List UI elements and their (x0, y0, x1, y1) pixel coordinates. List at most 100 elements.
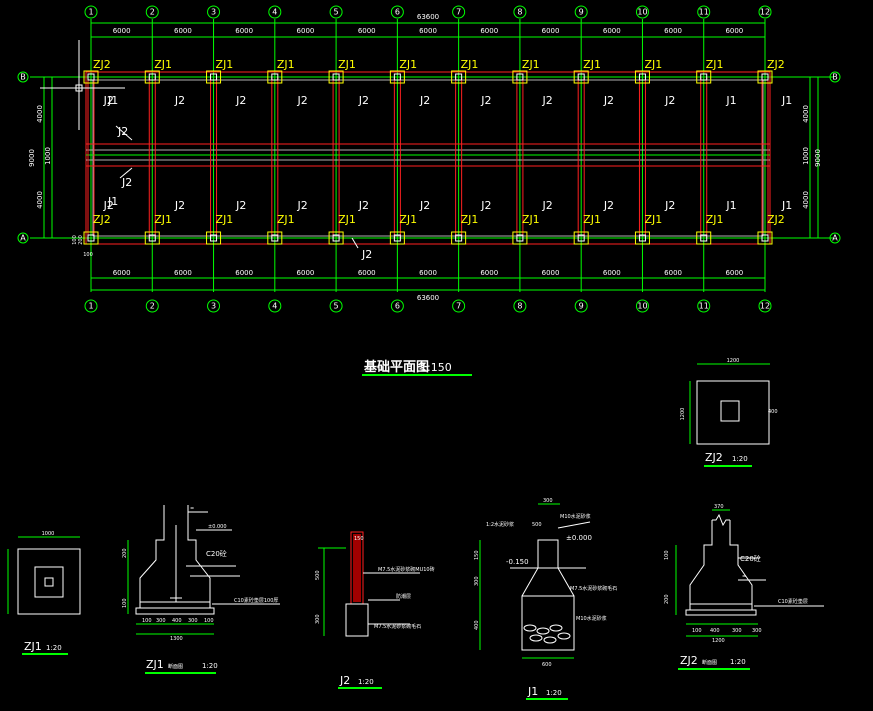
bay-dim-bottom: 6000 (725, 269, 743, 277)
svg-text:1200: 1200 (712, 638, 725, 644)
footing-label: ZJ1 (216, 213, 234, 226)
svg-text:400: 400 (172, 618, 182, 624)
beam-label-bottom: J2 (358, 199, 369, 212)
svg-text:150: 150 (474, 550, 480, 560)
svg-text:C10素砼垫层: C10素砼垫层 (778, 598, 808, 605)
column-stub (148, 73, 156, 81)
footing-label: ZJ1 (583, 213, 601, 226)
cad-cursor-icon (40, 40, 125, 130)
bay-dim-bottom: 6000 (664, 269, 682, 277)
column-stub (455, 73, 463, 81)
svg-text:M7.5水泥砂浆砌毛石: M7.5水泥砂浆砌毛石 (374, 623, 421, 630)
column-axis-bubble-11: 11 (697, 299, 711, 313)
footing-label: ZJ1 (522, 213, 540, 226)
column-axis-label: 4 (272, 8, 277, 17)
column-stub (393, 234, 401, 242)
bay-dim-top: 6000 (542, 27, 560, 35)
svg-text:M10水泥砂浆: M10水泥砂浆 (576, 615, 607, 622)
svg-text:100: 100 (204, 618, 214, 624)
svg-text:1:20: 1:20 (46, 644, 62, 652)
beam-label-bottom: J2 (480, 199, 491, 212)
column-footing (512, 231, 528, 245)
svg-text:400: 400 (768, 409, 778, 415)
column-axis-bubble-9: 9 (574, 299, 588, 313)
footing-label: ZJ1 (338, 213, 356, 226)
column-axis-bubble-6: 6 (390, 5, 404, 19)
column-axis-bubble-4: 4 (268, 5, 282, 19)
footing-group: ZJ2ZJ2ZJ1ZJ1ZJ1ZJ1ZJ1ZJ1ZJ1ZJ1ZJ1ZJ1ZJ1Z… (83, 58, 785, 245)
column-axis-bubble-10: 10 (635, 5, 649, 19)
column-axis-label: 12 (760, 8, 770, 17)
svg-text:=: = (190, 506, 194, 512)
j2-section-detail: M7.5水泥砂浆砌MU10砖 防潮层 M7.5水泥砂浆砌毛石 500 300 1… (315, 531, 435, 689)
zj1-plan-caption: ZJ1 (24, 640, 42, 653)
svg-text:1:20: 1:20 (732, 455, 748, 463)
bay-dim-bottom: 6000 (358, 269, 376, 277)
beam-label-bottom: J2 (103, 199, 114, 212)
column-stub (332, 234, 340, 242)
svg-text:300: 300 (315, 614, 321, 624)
j2-section-caption: J2 (339, 674, 350, 687)
column-axis-bubble-1: 1 (84, 299, 98, 313)
svg-text:100: 100 (72, 235, 78, 245)
beam-label-end-left: J1 (107, 94, 118, 107)
column-stub (455, 234, 463, 242)
beam-label-top: J2 (419, 94, 430, 107)
column-axis-bubble-1: 1 (84, 5, 98, 19)
column-stub (638, 73, 646, 81)
column-footing (206, 231, 222, 245)
j1-section-caption: J1 (527, 685, 538, 698)
plan-title: 基础平面图 (363, 359, 429, 375)
column-axis-bubble-12: 12 (758, 299, 772, 313)
svg-text:100: 100 (692, 628, 702, 634)
footing-label: ZJ2 (767, 213, 785, 226)
svg-text:1300: 1300 (170, 636, 183, 642)
svg-text:100: 100 (664, 550, 670, 560)
svg-text:400: 400 (474, 620, 480, 630)
bay-dim-bottom: 6000 (174, 269, 192, 277)
column-axis-bubble-7: 7 (452, 5, 466, 19)
column-footing (267, 231, 283, 245)
column-stub (332, 73, 340, 81)
svg-text:M10水泥砂浆: M10水泥砂浆 (560, 513, 591, 520)
column-footing (451, 70, 467, 84)
zj2-section-detail: 370 C20砼 = C10素砼垫层 100 400 300 300 1200 … (664, 504, 824, 670)
column-footing (634, 70, 650, 84)
beam-label-bottom: J2 (664, 199, 675, 212)
column-axis-bubble-12: 12 (758, 5, 772, 19)
footing-label: ZJ1 (277, 58, 295, 71)
bay-dim-top: 6000 (664, 27, 682, 35)
svg-text:100: 100 (122, 598, 128, 608)
svg-text:1:2水泥砂浆: 1:2水泥砂浆 (486, 521, 514, 528)
column-footing (757, 231, 773, 245)
column-axis-label: 5 (334, 8, 339, 17)
beam-label-top: J2 (103, 94, 114, 107)
svg-text:1:20: 1:20 (546, 689, 562, 697)
zj1-section-caption: ZJ1 (146, 658, 164, 671)
footing-label: ZJ2 (767, 58, 785, 71)
column-axis-label: 10 (637, 302, 647, 311)
column-axis-bubble-6: 6 (390, 299, 404, 313)
bay-dim-top: 6000 (297, 27, 315, 35)
bay-dim-bottom: 6000 (542, 269, 560, 277)
svg-text:400: 400 (710, 628, 720, 634)
column-stub (516, 73, 524, 81)
column-footing (512, 70, 528, 84)
column-stub (700, 73, 708, 81)
svg-text:B: B (20, 73, 26, 82)
column-axis-label: 6 (395, 8, 400, 17)
bay-dim-top: 6000 (725, 27, 743, 35)
svg-text:=: = (742, 574, 746, 580)
svg-text:1:20: 1:20 (730, 658, 746, 666)
column-axis-label: 6 (395, 302, 400, 311)
footing-label: ZJ1 (461, 213, 479, 226)
column-stub (638, 234, 646, 242)
zj1-section-detail: = ±0.000 C20砼 C10素砼垫层100厚 100 300 400 30… (122, 505, 280, 674)
column-stub (87, 234, 95, 242)
footing-label: ZJ1 (216, 58, 234, 71)
bay-dim-bottom: 6000 (480, 269, 498, 277)
svg-text:C20砼: C20砼 (740, 554, 761, 563)
column-stub (148, 234, 156, 242)
column-axis-label: 10 (637, 8, 647, 17)
